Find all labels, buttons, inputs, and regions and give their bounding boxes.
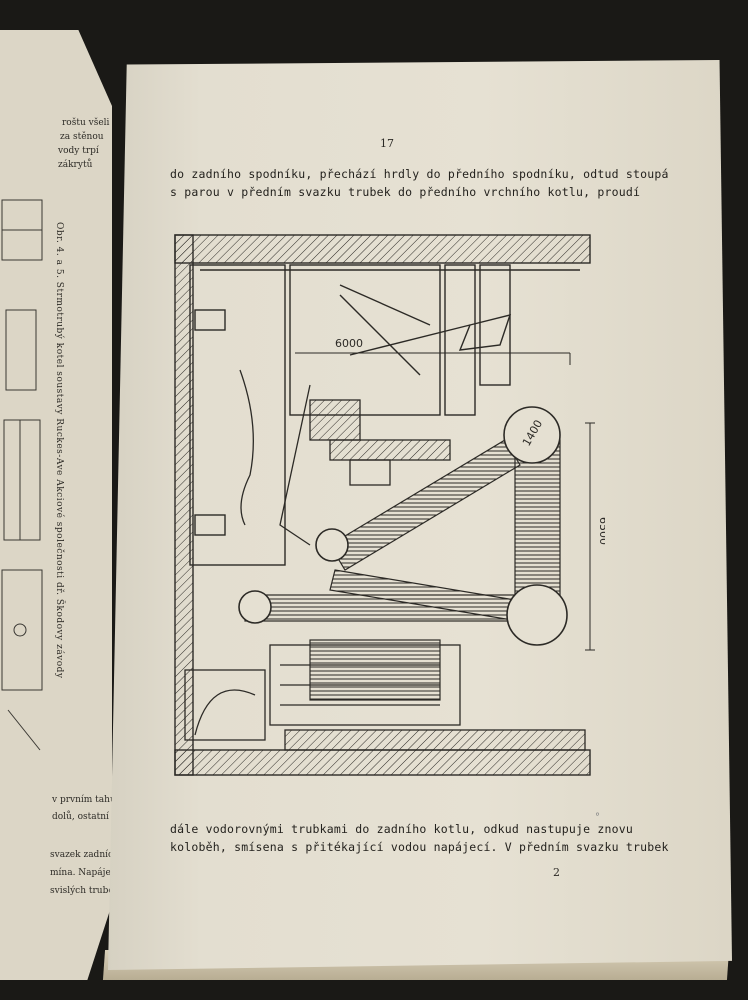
left-fragment: dolů, ostatní — [52, 812, 109, 822]
body-line: s parou v předním svazku trubek do předn… — [170, 185, 641, 199]
left-fragment: mína. Napájecí — [50, 868, 119, 878]
signature-mark: 2 — [553, 866, 560, 879]
page-number: 17 — [380, 137, 394, 150]
body-line: dále vodorovnými trubkami do zadního kot… — [170, 822, 634, 836]
figure-caption: Obr. 4. a 5. Strmotrubý kotel soustavy R… — [54, 222, 64, 679]
left-page — [0, 30, 112, 980]
left-fragment: svislých trubek — [50, 886, 120, 896]
left-fragment: roštu všeli — [62, 118, 110, 128]
left-page-diagram — [1, 199, 43, 751]
dimension-label: 6500 — [597, 517, 605, 545]
pencil-mark: ° — [595, 812, 600, 823]
left-fragment: vody trpí — [58, 146, 99, 156]
left-fragment: svazek zadních — [50, 850, 119, 860]
left-fragment: za stěnou — [60, 132, 104, 142]
dimension-label: 6000 — [335, 337, 363, 350]
left-fragment: v prvním tahu — [52, 795, 116, 805]
body-line: koloběh, smísena s přitékající vodou nap… — [170, 840, 669, 854]
body-line: do zadního spodníku, přechází hrdly do p… — [170, 167, 669, 181]
boiler-drawing: 1400 6000 6500 — [174, 234, 605, 776]
left-fragment: zákrytů — [58, 160, 93, 170]
